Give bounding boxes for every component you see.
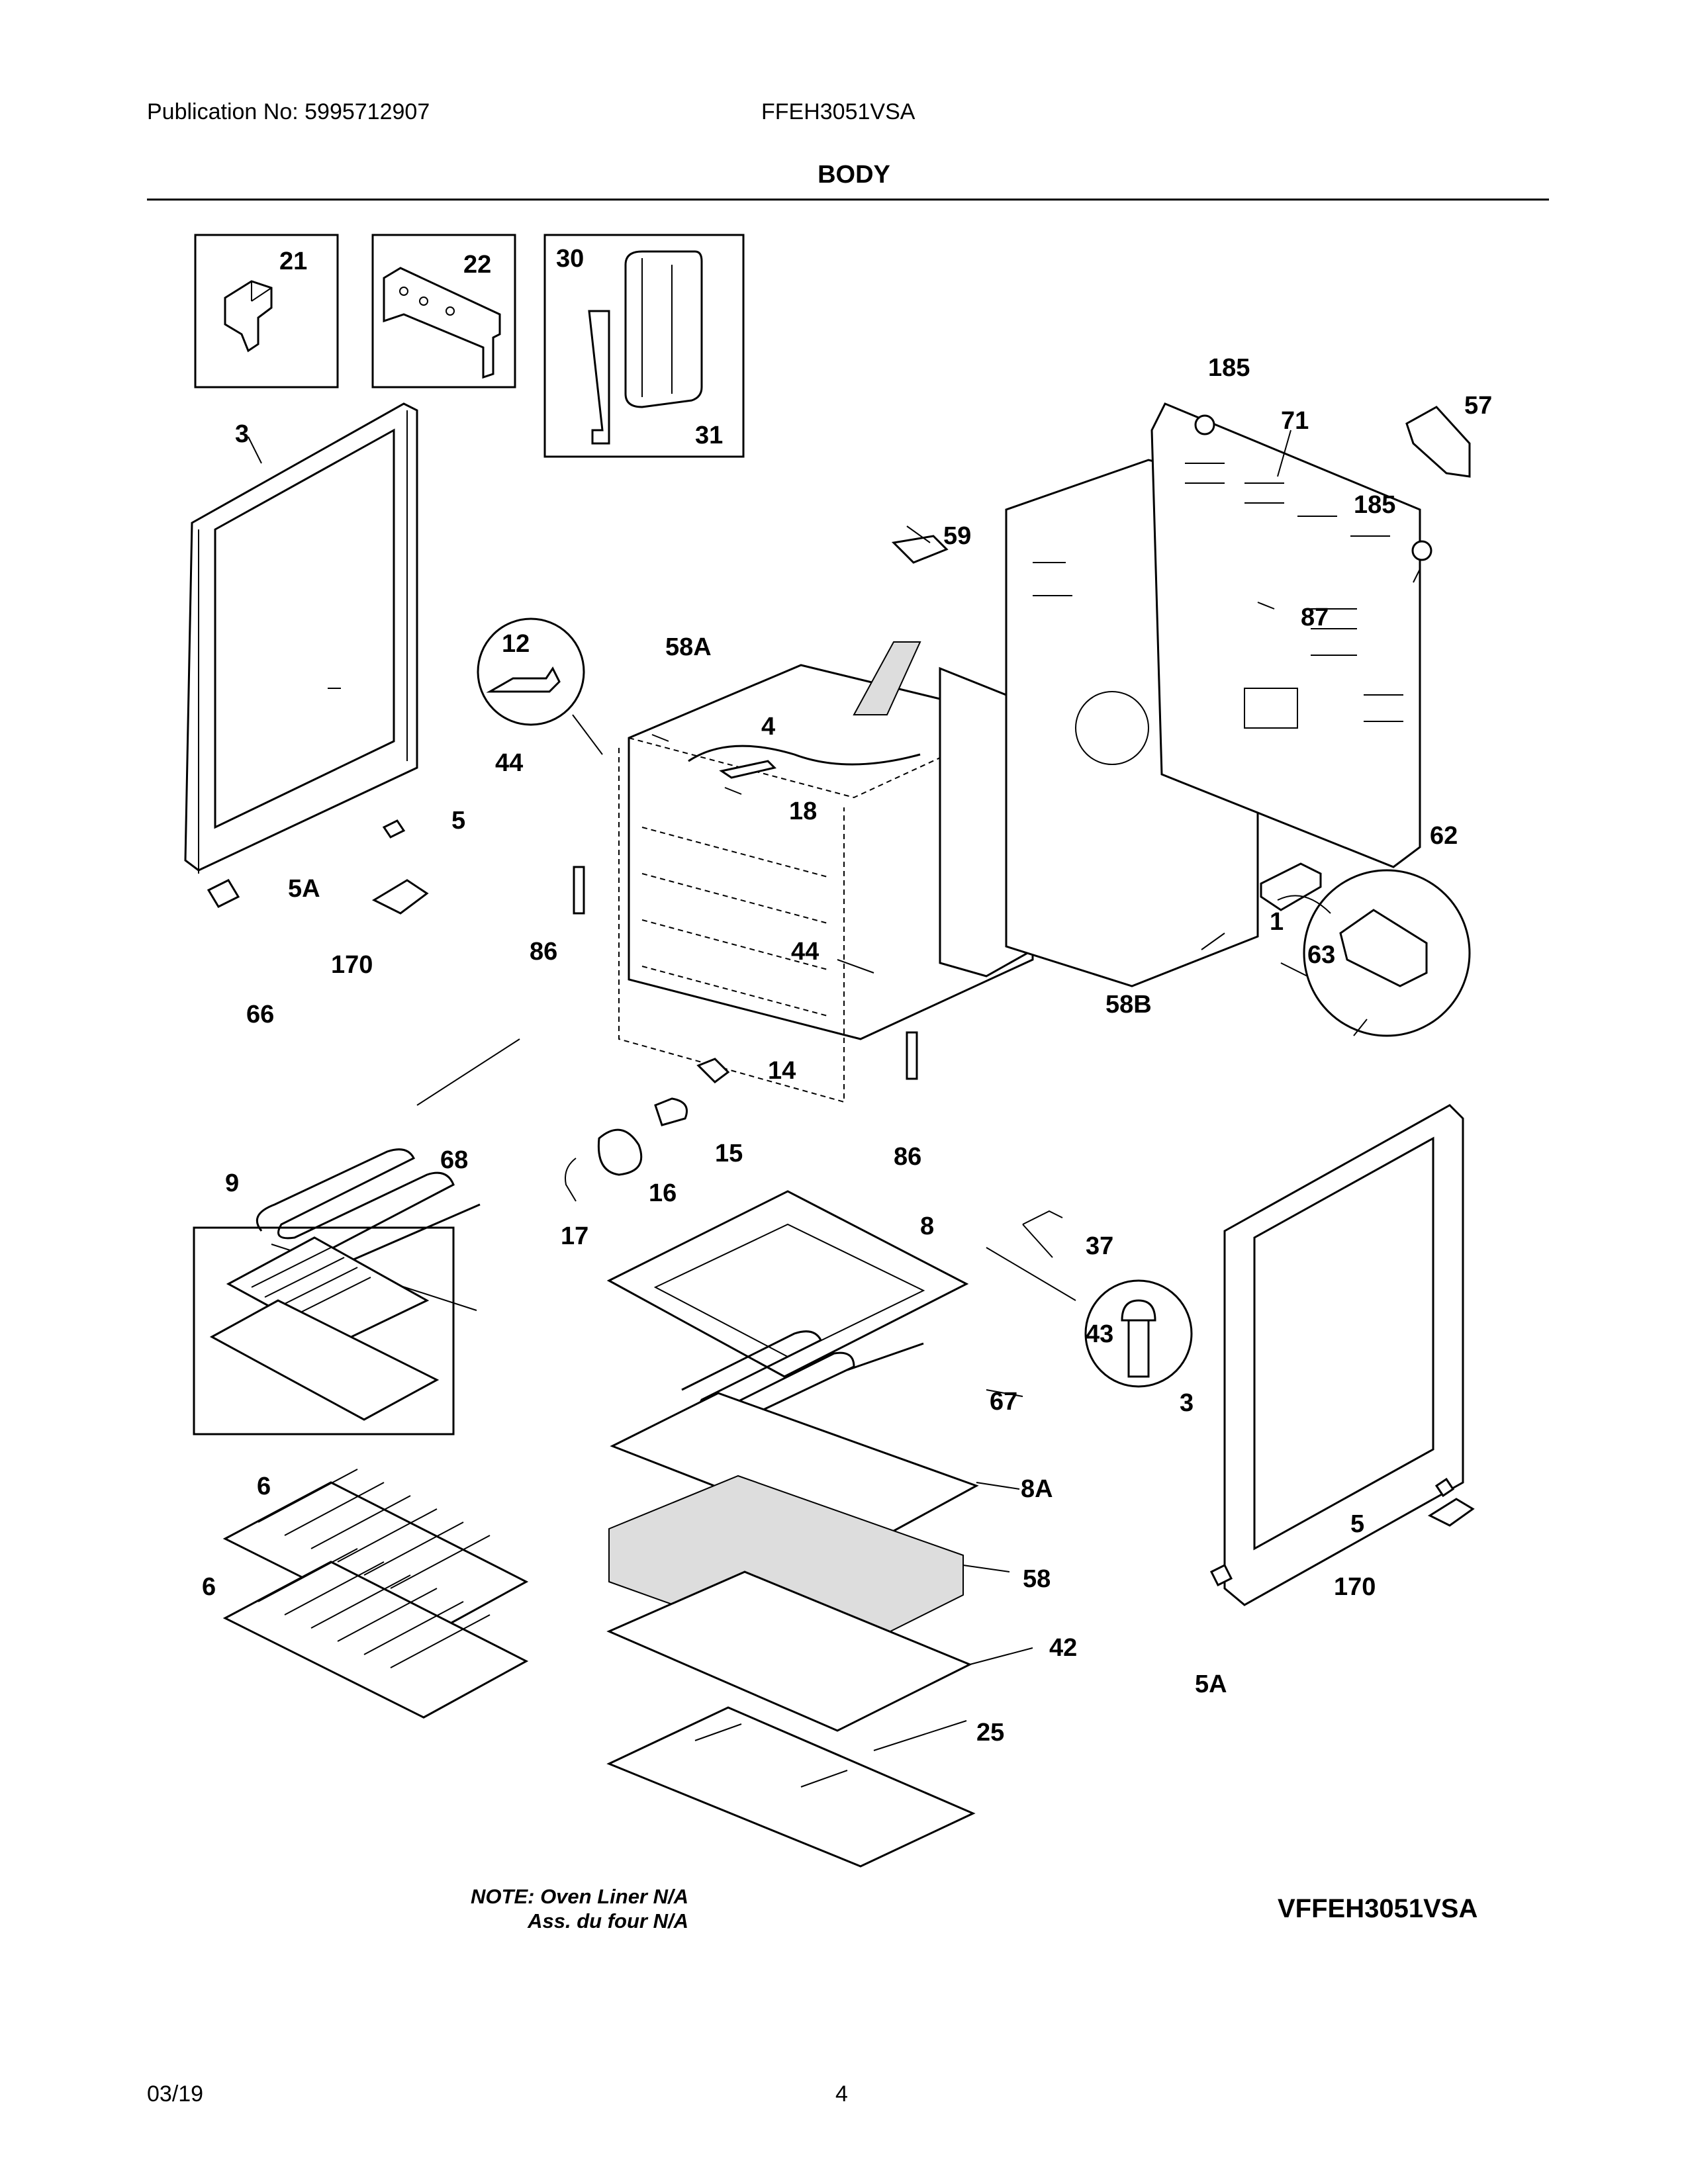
- side-panel-left: [184, 402, 418, 874]
- callout-4: 4: [761, 713, 775, 741]
- callout-1: 1: [1270, 908, 1284, 936]
- callout-58A: 58A: [665, 633, 712, 661]
- callout-3-right: 3: [1180, 1389, 1194, 1417]
- callout-22: 22: [463, 251, 491, 279]
- callout-labels: 21 22 30 31 3 185 71 57 185 59 87 12 58A…: [202, 245, 1492, 1747]
- callout-58: 58: [1023, 1565, 1051, 1593]
- callout-185-top: 185: [1208, 354, 1250, 382]
- callout-21: 21: [279, 248, 307, 275]
- insulation-58: [608, 1475, 964, 1662]
- note-line-2: Ass. du four N/A: [528, 1909, 688, 1933]
- oven-cavity-insulation: [618, 535, 1041, 1103]
- callout-9: 9: [225, 1169, 239, 1197]
- broil-element-66: [256, 1038, 520, 1272]
- inset-box-22: [371, 234, 516, 388]
- inset-box-30-31: [543, 234, 745, 458]
- lamp-socket-detail: [477, 617, 603, 755]
- callout-16: 16: [649, 1179, 677, 1207]
- callout-57: 57: [1464, 392, 1492, 420]
- callout-44-mid: 44: [791, 938, 819, 966]
- callout-31: 31: [695, 422, 723, 449]
- callout-8A: 8A: [1021, 1475, 1053, 1503]
- callout-87: 87: [1301, 604, 1329, 631]
- callout-6-bottom: 6: [202, 1573, 216, 1601]
- callout-14: 14: [768, 1057, 796, 1085]
- note-line-1: NOTE: Oven Liner N/A: [471, 1885, 688, 1908]
- callout-62: 62: [1430, 822, 1458, 850]
- oven-bottom-8: [606, 1190, 969, 1378]
- oven-racks-6: [222, 1469, 529, 1719]
- callout-59: 59: [943, 522, 971, 550]
- callout-6-top: 6: [257, 1473, 271, 1500]
- lamp-parts: [565, 1058, 730, 1202]
- callout-37: 37: [1086, 1232, 1113, 1260]
- callout-15: 15: [715, 1140, 743, 1167]
- callout-5-left: 5: [451, 807, 465, 835]
- callout-18: 18: [789, 797, 817, 825]
- callout-86-right: 86: [894, 1143, 921, 1171]
- inset-box-9: [193, 1226, 455, 1435]
- side-panel-right: [1223, 1104, 1464, 1606]
- callout-58B: 58B: [1105, 991, 1152, 1019]
- drawing-id: VFFEH3051VSA: [1278, 1894, 1478, 1923]
- section-title: BODY: [818, 161, 890, 189]
- rear-panel-71: [1150, 402, 1421, 868]
- callout-170-right: 170: [1334, 1573, 1376, 1601]
- screw-detail-43: [1084, 1279, 1193, 1388]
- callout-3-left: 3: [235, 420, 249, 448]
- header-rule: [147, 199, 1549, 201]
- inset-box-21: [194, 234, 339, 388]
- page-number: 4: [835, 2081, 848, 2107]
- callout-42: 42: [1049, 1634, 1077, 1662]
- callout-185-mid: 185: [1354, 491, 1395, 519]
- callout-12: 12: [502, 630, 530, 658]
- callout-25: 25: [976, 1719, 1004, 1747]
- bottom-cover-25: [606, 1706, 976, 1868]
- callout-66: 66: [246, 1001, 274, 1028]
- callout-5-right: 5: [1350, 1510, 1364, 1538]
- callout-170-left: 170: [331, 951, 373, 979]
- callout-71: 71: [1281, 407, 1309, 435]
- callout-86-left: 86: [530, 938, 557, 966]
- publication-date: 03/19: [147, 2081, 204, 2107]
- leader-lines: [248, 430, 1421, 1751]
- callout-44-left: 44: [495, 749, 523, 777]
- plugs-185: [1194, 414, 1432, 561]
- model-number: FFEH3051VSA: [761, 99, 915, 124]
- callout-8: 8: [920, 1212, 934, 1240]
- publication-number: Publication No: 5995712907: [147, 99, 430, 124]
- callout-68: 68: [440, 1146, 468, 1174]
- callout-30: 30: [556, 245, 584, 273]
- callout-5A-right: 5A: [1195, 1670, 1227, 1698]
- callout-43: 43: [1086, 1320, 1113, 1348]
- callout-5A-left: 5A: [288, 875, 320, 903]
- terminal-block-detail: [1260, 862, 1471, 1037]
- callout-17: 17: [561, 1222, 588, 1250]
- callout-63: 63: [1307, 941, 1335, 969]
- callout-67: 67: [990, 1388, 1017, 1416]
- cover-plate-57: [1405, 406, 1471, 478]
- hardware-parts: [207, 760, 1475, 1587]
